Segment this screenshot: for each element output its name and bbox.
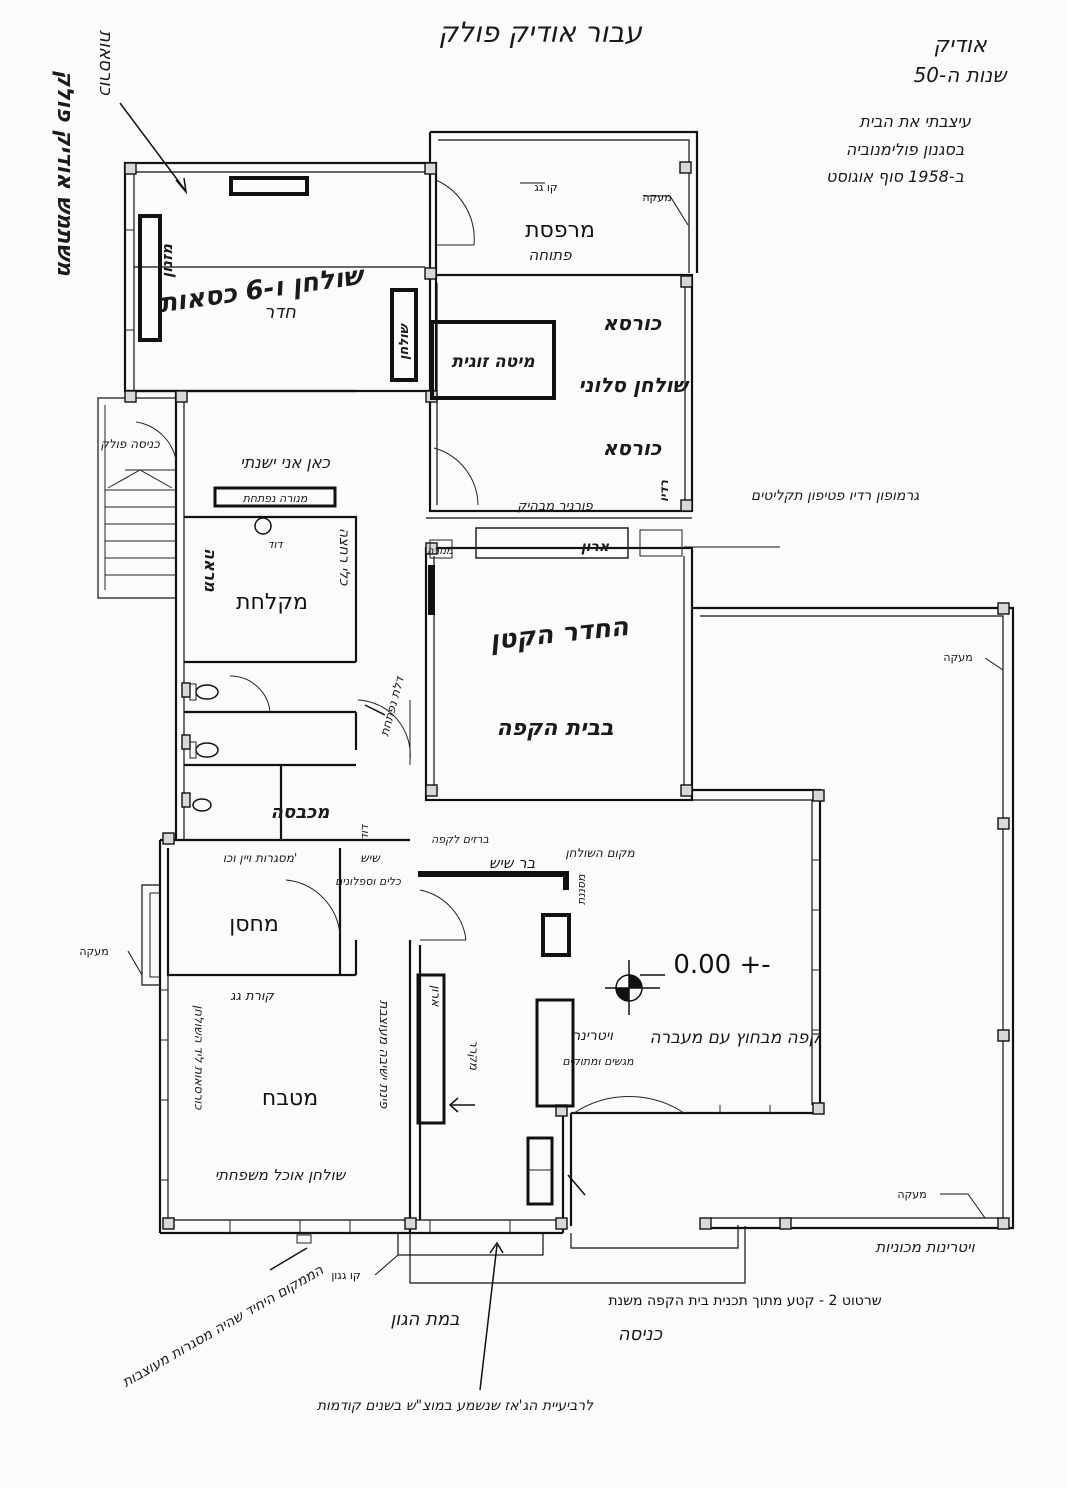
showcase-note: מגשים ומתוקים [562,1055,634,1068]
cafe-hall-label: קפה מבחוץ עם מעברה [650,1028,822,1048]
entrance-label: כניסה [618,1324,663,1345]
note-designed: עיצבתי את הבית [859,112,972,131]
counter-note: פינת ישיבה מעוצבת [376,1000,391,1109]
door-note: דלת נפתחת [377,674,407,738]
cupboard-label: ארון [429,985,443,1007]
fridge-label: מקרר [467,1040,481,1071]
dining-label: שולחן ו-6 כסאות [157,260,368,319]
boiler-label-2: דוד [358,824,371,840]
columns [124,161,1010,1230]
armchair-label-2: כורסא [603,436,662,460]
marble-label: שיש [360,851,381,865]
stage-label: במת הגון [390,1309,459,1330]
leader-lines [119,102,1004,1391]
storage-railing-label: מעקה [79,945,108,958]
shower-label: מקלחת [236,590,308,615]
small-room-label: החדר הקטן [488,612,630,656]
bedroom-note: כאן אני ישנתי [240,453,330,472]
gutter-line-label: קו גגון [331,1269,360,1282]
lamp-label: מנורה [427,546,453,557]
note-owner: אודיק [933,33,988,58]
building-walls [97,130,1015,1284]
showcase-cars-label: ויטרינות מכוניות [875,1238,975,1256]
front-railing-label: מעקה [897,1188,926,1201]
room-label: חדר [264,302,296,323]
coffee-machine-label: מקום השולחן [565,846,635,860]
top-left-note-2: כורסאות [95,30,116,96]
sideboard-label: מזנון [158,243,176,278]
armchair-label-1: כורסא [603,311,662,335]
kitchen-label: מטבח [262,1086,318,1111]
doors [135,179,685,1114]
shower-note: כלי רחצה [336,528,352,586]
mirror-label: מראה [201,548,220,592]
back-entrance-label: כניסה פולק [100,437,160,451]
balcony-railing-label: מעקה [642,191,671,204]
boiler-label: דוד [267,538,283,551]
sofa-label: מיטה זוגית [451,352,535,372]
level-marker [605,960,665,1015]
kitchen-note-2: כורסאות ליד השולחן [192,1005,206,1110]
bar-label: בר שיש [489,854,536,872]
radio-label: רדיו [657,480,671,502]
note-date: ב-1958 סוף אוגוסט [826,167,964,186]
note-decade: שנות ה-50 [914,63,1009,87]
bar-note: ברזים לקפה [431,833,489,846]
roof-line-label: קו גג [534,181,557,194]
terrace-railing-label: מעקה [943,651,972,664]
cafe-label: בבית הקפה [497,716,614,741]
fornir-label: פורניר מבהיק [517,499,593,514]
wall-lamp-label: מנורה נפתחת [243,492,308,505]
balcony-sub-label: פתוחה [529,246,573,264]
top-left-note: משתמש אודיק פולק [52,70,77,277]
note-style: בסגנון פולימנוביה [846,140,964,159]
storage-note: מסגרות ויין וכו' [223,851,298,865]
balcony-label: מרפסת [525,218,595,243]
kitchen-table-label: שולחן אוכל משפחתי [215,1166,347,1184]
laundry-label: מכבסה [271,802,331,823]
salon-table-label: שולחן סלוני [578,373,690,397]
mezuzah-note: הממקום היחיד שהיה מסגרות מעוצבות [120,1262,327,1391]
radio-note: גרמופון רדיו פטיפון תקליטים [751,488,919,504]
marble-note: כלים וספלונים [335,875,401,888]
title-note: עבור אודיק פולק [438,16,642,49]
drawing-caption: שרטוט 2 - קטע מתוך תכנית בית הקפה משנת [608,1293,881,1309]
showcase-label: ויטרינה [571,1028,614,1044]
small-table-label: שולחן [397,322,412,360]
sink-label: מסננת [575,874,588,905]
kitchen-note-1: קורת גג [230,989,274,1004]
stage-note: לרביעיית הג'אז שנשמע במוצ"ש בשנים קודמות [317,1398,594,1414]
printed-labels: מרפסת מקלחת מחסן מטבח 0.00 +- קו גג מעקה… [79,181,972,1309]
cabinet-label: ארון [581,539,610,555]
furniture [138,176,683,1244]
level-label: 0.00 +- [673,950,770,980]
storage-label: מחסן [229,912,279,937]
